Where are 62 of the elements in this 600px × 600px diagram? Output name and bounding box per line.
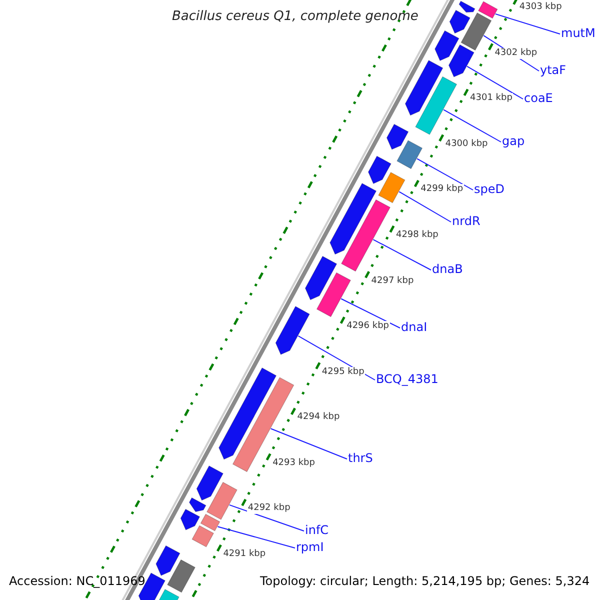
gene-label: infC: [305, 523, 329, 538]
scale-label: 4295 kbp: [320, 366, 366, 378]
gene-block: [156, 545, 180, 576]
gene-bar: [460, 12, 492, 51]
gene-block: [218, 368, 277, 460]
gene-block: [180, 508, 200, 530]
gene-bar: [378, 172, 406, 204]
gene-block: [434, 30, 460, 61]
gene-bar: [232, 377, 294, 472]
leader-line: [217, 526, 296, 548]
gene-block: [275, 306, 310, 355]
scale-label: 4301 kbp: [469, 93, 514, 104]
scale-label: 4296 kbp: [346, 321, 390, 332]
gene-label: rpmI: [296, 540, 324, 554]
gene-label: ytaF: [540, 63, 566, 78]
gene-block: [188, 497, 206, 512]
gene-bar: [192, 525, 214, 548]
scale-label: 4303 kbp: [518, 2, 563, 13]
gene-label: nrdR: [452, 214, 480, 228]
gene-block: [304, 256, 338, 300]
gene-label: dnaI: [401, 320, 428, 334]
gene-block: [404, 60, 444, 116]
scale-label: 4302 kbp: [494, 48, 538, 59]
leader-line: [398, 191, 452, 222]
footer-text: Accession: NC_011969: [9, 574, 146, 588]
gene-label: coaE: [524, 91, 553, 106]
gene-block: [448, 44, 474, 78]
gene-block: [330, 183, 377, 255]
gene-bar: [316, 272, 351, 318]
scale-label: 4293 kbp: [272, 458, 316, 469]
gene-label: speD: [474, 182, 504, 196]
gene-bar: [200, 514, 220, 532]
gene-bar: [478, 1, 498, 19]
gene-bar: [206, 482, 238, 520]
gene-block: [368, 156, 392, 184]
gene-label: BCQ_4381: [376, 372, 438, 386]
gene-block: [386, 124, 409, 150]
title: Bacillus cereus Q1, complete genome: [172, 9, 418, 25]
gene-label: dnaB: [432, 262, 463, 276]
leader-line: [494, 13, 560, 34]
leader-line: [443, 109, 502, 142]
scale-label: 4299 kbp: [420, 184, 464, 196]
scale-label: 4292 kbp: [246, 503, 292, 514]
gene-label: gap: [502, 134, 525, 148]
gene-bar: [396, 140, 423, 170]
leader-line: [466, 66, 524, 100]
gene-bar: [167, 559, 196, 593]
scale-label: 4300 kbp: [444, 138, 489, 150]
gene-block: [196, 466, 224, 501]
scale-label: 4297 kbp: [370, 276, 415, 286]
leader-line: [372, 239, 432, 270]
leader-line: [416, 158, 474, 190]
gene-bar: [415, 76, 458, 135]
gene-label: thrS: [348, 451, 373, 466]
gene-bar: [341, 199, 390, 272]
footer-text: Topology: circular; Length: 5,214,195 bp; Genes: 5,324: [260, 574, 590, 588]
leader-line: [340, 298, 400, 328]
scale-label: 4298 kbp: [394, 230, 440, 241]
scale-label: 4294 kbp: [296, 412, 341, 424]
leader-line: [228, 504, 304, 532]
gene-label: mutM: [561, 26, 596, 40]
scale-label: 4291 kbp: [222, 549, 267, 560]
